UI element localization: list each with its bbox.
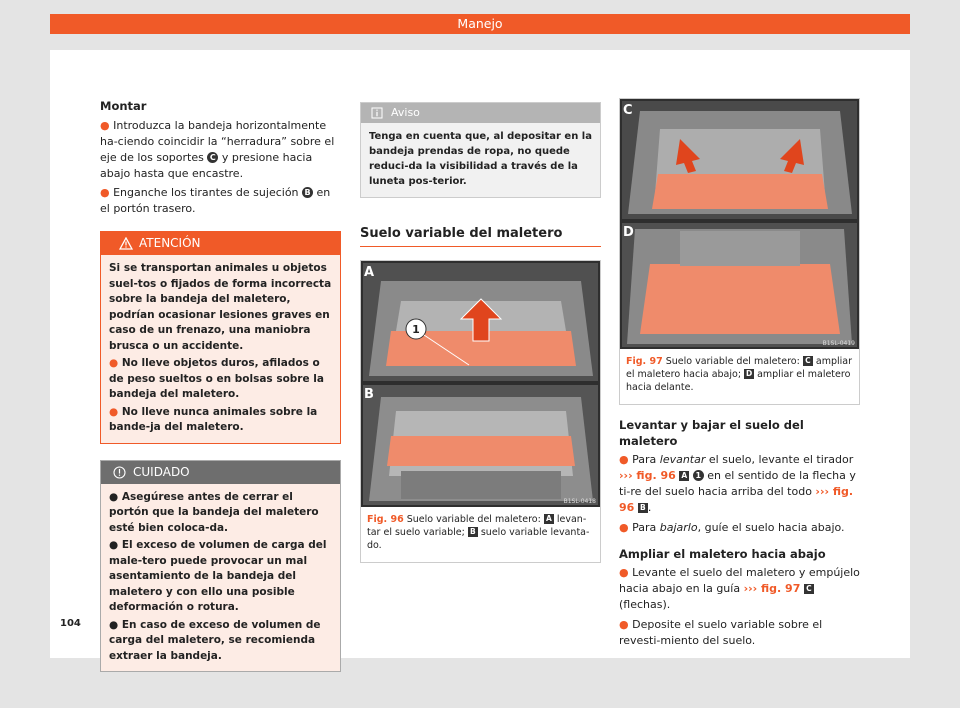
note-text: Tenga en cuenta que, al depositar en la … <box>369 131 592 187</box>
info-icon <box>371 107 383 119</box>
caution-bullet-1: ● Asegúrese antes de cerrar el portón qu… <box>109 490 319 534</box>
column-left: Montar ● Introduzca la bandeja horizonta… <box>100 98 341 672</box>
ref-badge-c: C <box>207 152 219 163</box>
note-body: Tenga en cuenta que, al depositar en la … <box>361 123 600 197</box>
warning-box: ATENCIÓN Si se transportan animales u ob… <box>100 231 341 444</box>
caution-header: CUIDADO <box>101 460 340 484</box>
figure-97-caption: Fig. 97 Suelo variable del maletero: C a… <box>626 356 852 393</box>
section-title: Suelo variable del maletero <box>360 226 601 247</box>
warning-bullet-2: ● No lleve nunca animales sobre la bande… <box>109 405 318 434</box>
warning-title: ATENCIÓN <box>139 236 201 250</box>
bullet-icon: ● <box>100 186 110 199</box>
caution-box: CUIDADO ● Asegúrese antes de cerrar el p… <box>100 459 341 672</box>
note-title: Aviso <box>391 106 420 119</box>
note-box: Aviso Tenga en cuenta que, al depositar … <box>360 102 601 198</box>
paragraph-levantar: ● Para levantar el suelo, levante el tir… <box>619 453 856 514</box>
paragraph-ampliar: ● Levante el suelo del maletero y empúje… <box>619 566 860 611</box>
paragraph-2: ● Enganche los tirantes de sujeción B en… <box>100 186 331 215</box>
page-number: 104 <box>60 618 81 629</box>
warning-intro: Si se transportan animales u objetos sue… <box>109 262 332 352</box>
column-middle: Aviso Tenga en cuenta que, al depositar … <box>360 102 601 563</box>
caution-body: ● Asegúrese antes de cerrar el portón qu… <box>101 483 340 671</box>
ref-badge-1: 1 <box>692 470 704 481</box>
exclamation-circle-icon <box>113 465 126 479</box>
ref-badge-b: B <box>302 187 314 198</box>
figure-96: 1 A B B1SL-0418 Fig. 96 Suelo variable d… <box>360 260 601 563</box>
link-fig-96[interactable]: ››› fig. 96 <box>619 469 676 482</box>
page-header: Manejo <box>50 14 910 34</box>
figure-credit: B1SL-0418 <box>563 498 596 505</box>
ref-box-c: C <box>802 356 813 366</box>
note-header: Aviso <box>361 103 600 123</box>
column-right: C D B1SL-0419 Fig. 97 Suelo variable del… <box>619 98 860 649</box>
caution-bullet-3: ● En caso de exceso de volumen de carga … <box>109 618 321 662</box>
figure-97-image: C D B1SL-0419 <box>620 99 859 349</box>
ref-box-b: B <box>467 527 478 537</box>
figure-96-caption: Fig. 96 Suelo variable del maletero: A l… <box>367 514 590 551</box>
trunk-illustration-a-b: 1 <box>361 261 600 507</box>
ref-box-a: A <box>543 514 554 524</box>
caution-bullet-2: ● El exceso de volumen de carga del male… <box>109 539 327 613</box>
figure-97: C D B1SL-0419 Fig. 97 Suelo variable del… <box>619 98 860 405</box>
paragraph-deposite: ● Deposite el suelo variable sobre el re… <box>619 618 823 647</box>
top-margin <box>0 0 960 14</box>
paragraph-1: ● Introduzca la bandeja horizontalmente … <box>100 119 335 180</box>
paragraph-bajar: ● Para bajarlo, guíe el suelo hacia abaj… <box>619 521 845 534</box>
callout-1-text: 1 <box>412 323 420 336</box>
figure-label-a: A <box>364 265 375 280</box>
figure-label-c: C <box>623 103 633 118</box>
warning-header: ATENCIÓN <box>101 232 340 255</box>
warning-body: Si se transportan animales u objetos sue… <box>101 255 340 443</box>
link-fig-97[interactable]: ››› fig. 97 <box>743 582 801 595</box>
figure-credit: B1SL-0419 <box>822 340 855 347</box>
callout-1-circle <box>405 318 427 340</box>
figure-label-b: B <box>364 387 374 402</box>
warning-triangle-icon <box>119 237 133 250</box>
ref-box-b: B <box>637 503 648 513</box>
heading-ampliar: Ampliar el maletero hacia abajo <box>619 547 826 561</box>
figure-96-image: 1 A B B1SL-0418 <box>361 261 600 507</box>
caution-title: CUIDADO <box>133 464 190 479</box>
warning-bullet-1: ● No lleve objetos duros, afilados o de … <box>109 357 324 400</box>
ref-box-d: D <box>744 369 755 379</box>
heading-montar: Montar <box>100 99 147 113</box>
heading-levantar: Levantar y bajar el suelo del maletero <box>619 418 804 448</box>
trunk-illustration-c-d <box>620 99 859 349</box>
ref-box-a: A <box>679 471 690 481</box>
ref-box-c: C <box>803 584 814 594</box>
link-fig-96[interactable]: ››› fig. 96 <box>619 485 854 514</box>
figure-label-d: D <box>623 225 634 240</box>
bullet-icon: ● <box>100 119 110 132</box>
